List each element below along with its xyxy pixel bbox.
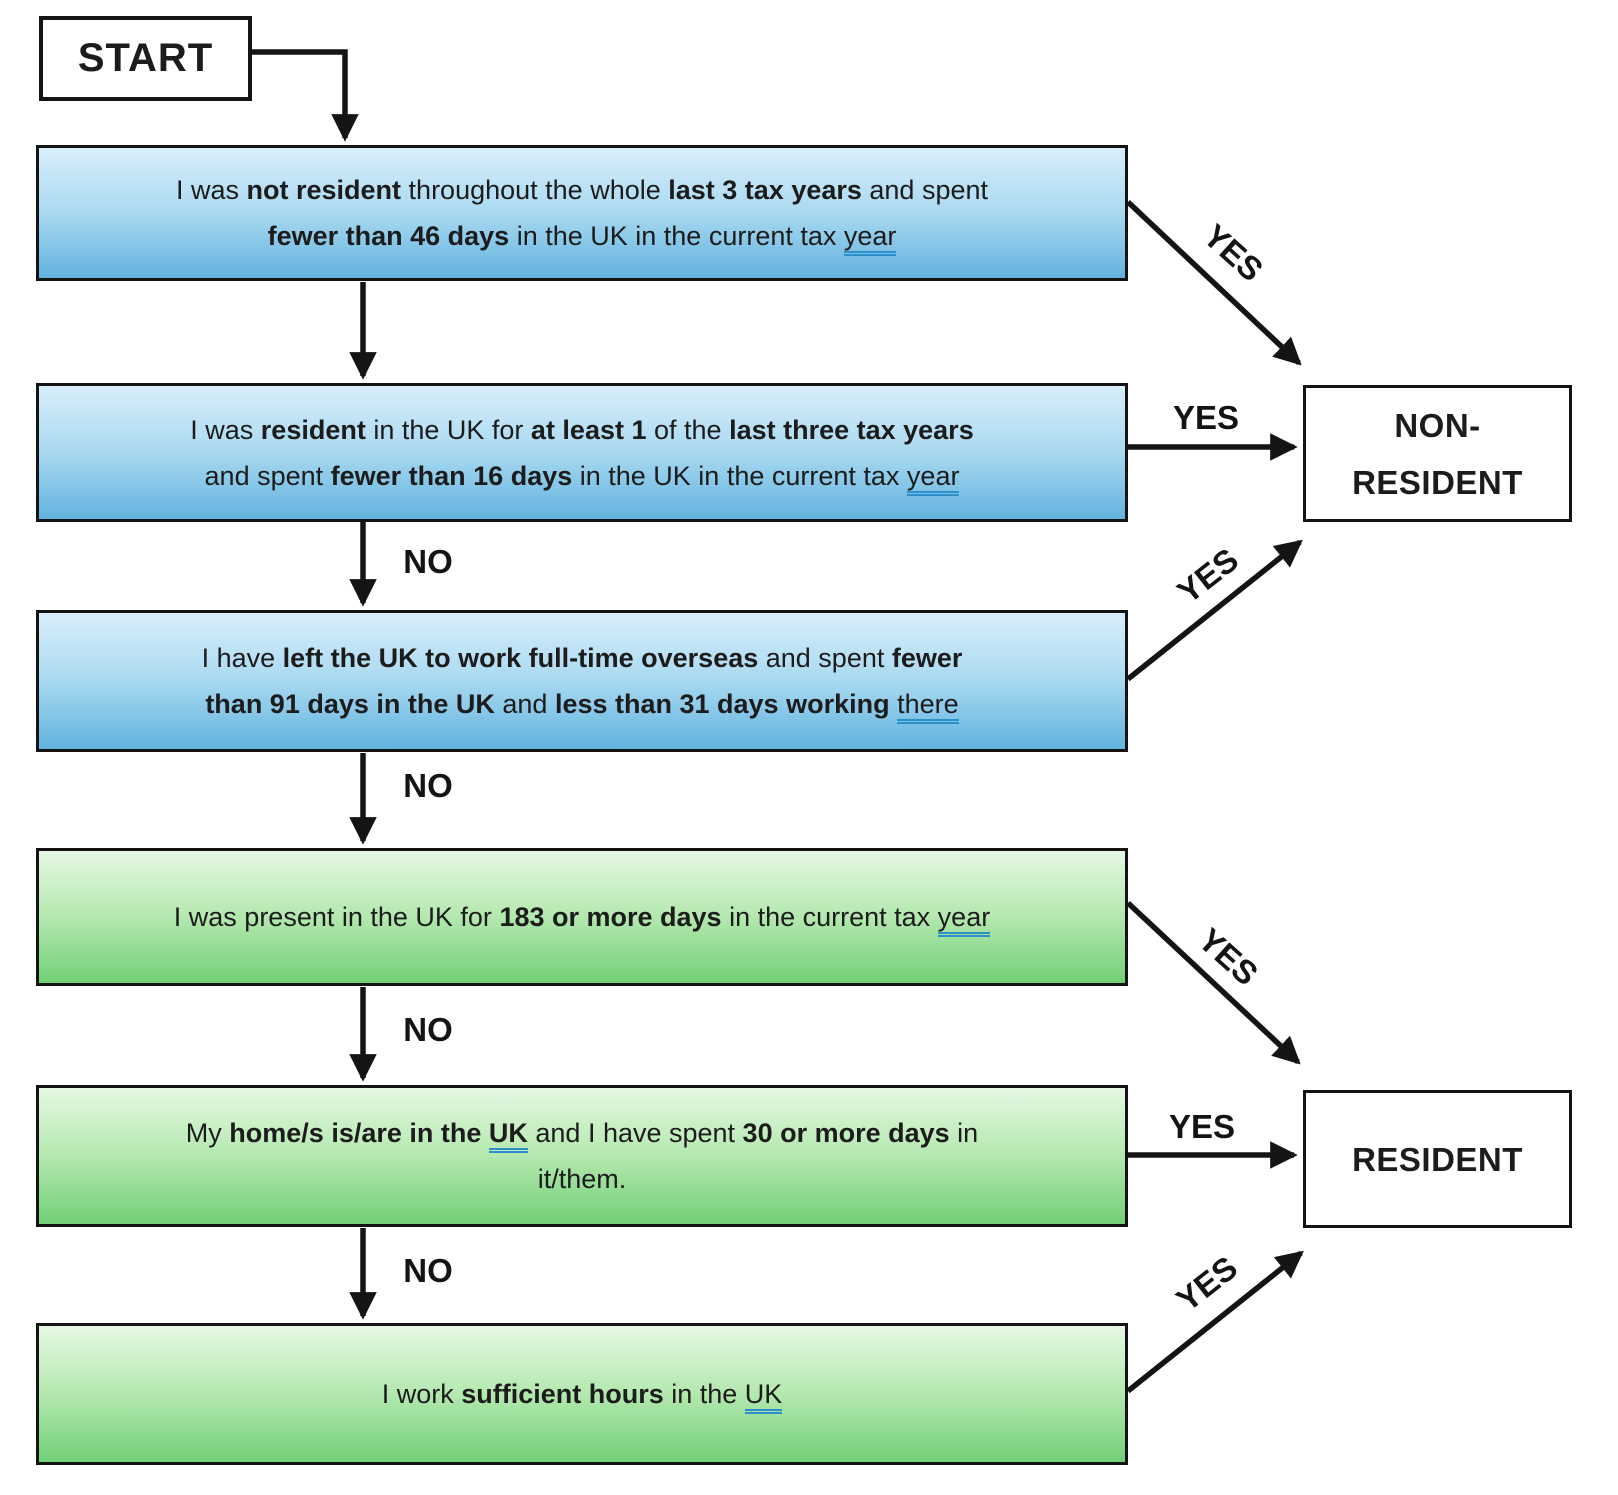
arrow-d6-to-resident: [1126, 1250, 1304, 1394]
arrow-start-to-d1: [252, 49, 359, 142]
arrow-d1-to-nonresident: [1126, 199, 1302, 366]
yes-label: YES: [1172, 399, 1240, 436]
start-node: START: [39, 16, 252, 101]
arrow-d3-to-nonresident: [1126, 539, 1303, 682]
decision-text: I was present in the UK for 183 or more …: [174, 894, 991, 940]
outcome-non-resident: NON-RESIDENT: [1303, 385, 1572, 522]
decision-text: I have left the UK to work full-time ove…: [202, 635, 962, 727]
decision-not-resident-46-days: I was not resident throughout the whole …: [36, 145, 1128, 281]
decision-text: I was not resident throughout the whole …: [176, 167, 988, 259]
no-label: NO: [403, 1011, 453, 1048]
decision-present-183-days: I was present in the UK for 183 or more …: [36, 848, 1128, 986]
no-label: NO: [403, 543, 453, 580]
decision-text: My home/s is/are in the UK and I have sp…: [185, 1118, 979, 1194]
outcome-resident: RESIDENT: [1303, 1090, 1572, 1228]
outcome-label: NON-RESIDENT: [1352, 406, 1523, 501]
decision-text: I work sufficient hours in the UK: [382, 1371, 783, 1417]
outcome-label: RESIDENT: [1352, 1140, 1523, 1178]
no-label: NO: [403, 1252, 453, 1289]
decision-home-30-days: My home/s is/are in the UK and I have sp…: [36, 1085, 1128, 1227]
arrow-d4-to-resident: [1126, 900, 1301, 1065]
start-label: START: [77, 36, 214, 80]
yes-label: YES: [1168, 1108, 1236, 1145]
no-label: NO: [403, 767, 453, 804]
decision-text: I was resident in the UK for at least 1 …: [190, 407, 974, 499]
decision-sufficient-hours: I work sufficient hours in the UK: [36, 1323, 1128, 1465]
decision-resident-16-days: I was resident in the UK for at least 1 …: [36, 383, 1128, 522]
decision-work-overseas-91-days: I have left the UK to work full-time ove…: [36, 610, 1128, 752]
